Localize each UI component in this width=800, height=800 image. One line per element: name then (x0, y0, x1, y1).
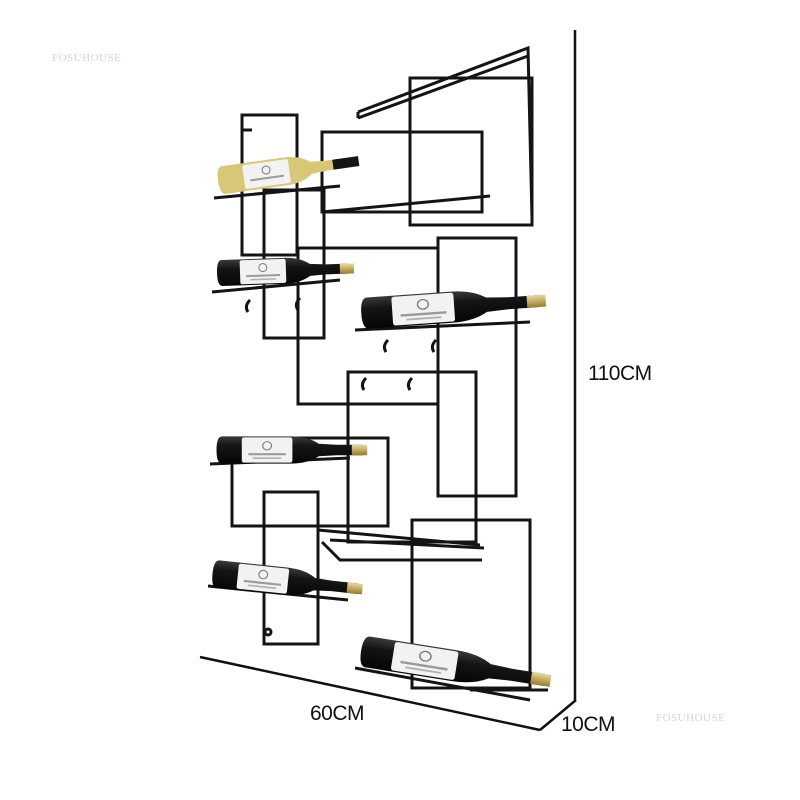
depth-label: 10CM (561, 713, 616, 736)
brand-watermark-top: FOSUHOUSE (52, 52, 122, 64)
rack-frame (230, 45, 534, 690)
base-dimension-lines (199, 655, 577, 732)
wine-bottle-1 (217, 156, 360, 194)
width-label: 60CM (310, 702, 365, 725)
brand-watermark-bottom: FOSUHOUSE (656, 712, 726, 724)
height-label: 110CM (588, 362, 652, 385)
wine-bottle-5 (210, 559, 365, 604)
